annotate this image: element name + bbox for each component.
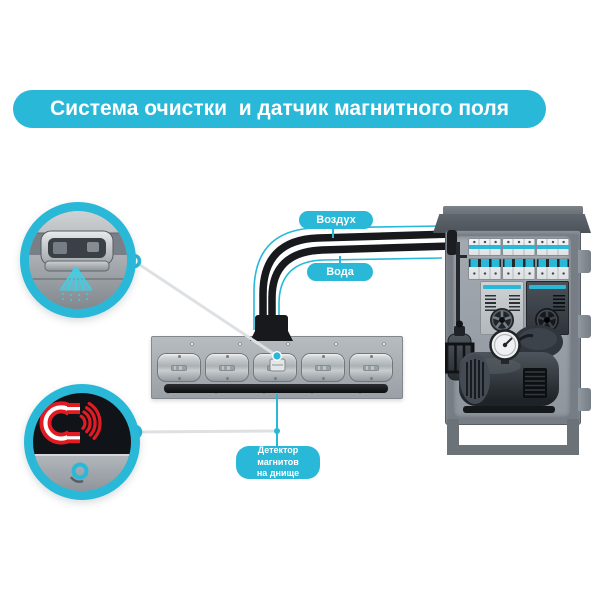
breaker-group [537, 239, 569, 255]
breaker-group [469, 259, 501, 279]
module-stamp [315, 364, 331, 371]
nozzle-spray-icon [29, 211, 127, 309]
magnet-callout-circle [24, 384, 140, 500]
vent-grille-icon [553, 295, 565, 313]
rail-module [157, 353, 201, 382]
rail-module [349, 353, 393, 382]
magnet-icon [39, 401, 80, 445]
detector-label-line1: Детектор магнитов [257, 444, 299, 467]
hose-connector-block [255, 315, 288, 334]
rail-module [253, 353, 297, 382]
air-label: Воздух [299, 211, 373, 229]
water-hose [268, 242, 456, 328]
magnet-sensor-illustration [33, 393, 131, 491]
nozzle-callout-circle [20, 202, 136, 318]
cabinet-roof [433, 214, 591, 233]
compressor-dome-highlight [519, 328, 557, 350]
signal-waves-icon [79, 401, 102, 440]
magnet-leader-line [134, 429, 278, 434]
water-label: Вода [307, 263, 373, 281]
cabinet-hinge [578, 315, 591, 338]
compressor-base [463, 406, 555, 413]
breaker-group [537, 259, 569, 279]
vent-slats [525, 371, 545, 396]
detector-label: Детектор магнитов на днище [236, 444, 320, 479]
rail-module [205, 353, 249, 382]
rail-module [301, 353, 345, 382]
fan-module-light [480, 281, 524, 335]
leader-junction-dot [274, 428, 280, 434]
module-accent-stripe [529, 285, 566, 289]
page-title: Система очистки и датчик магнитного поля [13, 90, 546, 128]
cabinet-hinge [578, 250, 591, 273]
module-stamp [267, 364, 283, 371]
motor-vents [466, 359, 484, 399]
cabinet-hinge [578, 388, 591, 411]
detector-label-line2: на днище [256, 468, 300, 479]
sensor-dot-icon [69, 462, 89, 483]
module-stamp [171, 364, 187, 371]
pressure-gauge [489, 329, 521, 364]
compressor-assembly [445, 320, 563, 413]
breaker-group [503, 259, 535, 279]
cabinet-stand [447, 419, 579, 455]
breaker-group [469, 239, 501, 255]
module-stamp [219, 364, 235, 371]
air-pipe-fitting [456, 255, 467, 258]
vent-grille-icon [509, 295, 520, 312]
air-pipe [456, 242, 460, 332]
breaker-group [503, 239, 535, 255]
bottom-magnet-strip [164, 384, 388, 393]
gauge-hose [518, 334, 534, 342]
fan-icon [490, 308, 514, 332]
module-stamp [363, 364, 379, 371]
breaker-row-bottom [469, 259, 569, 279]
breaker-row-top [469, 239, 569, 255]
module-accent-stripe [483, 285, 521, 289]
control-cabinet [433, 203, 593, 455]
vent-grille-icon [485, 295, 496, 312]
cleaning-rail [151, 336, 403, 399]
rail-modules [157, 353, 393, 382]
